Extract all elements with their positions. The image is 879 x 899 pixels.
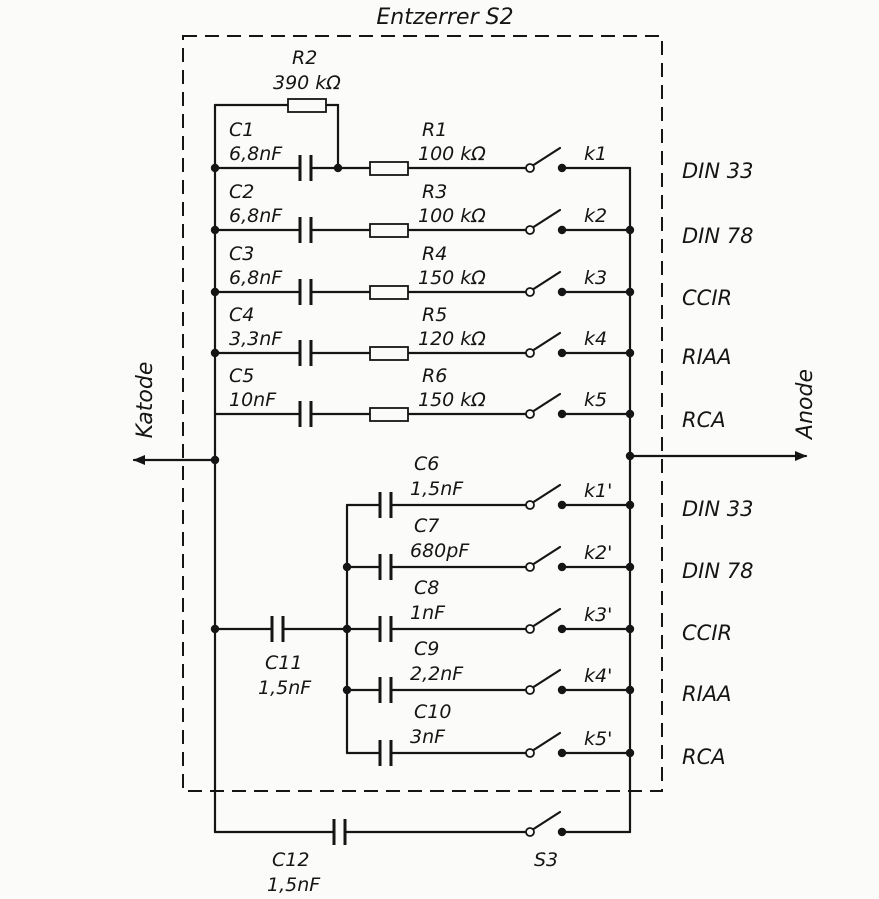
- upper-row-1: C1 6,8nF R1 100 kΩ k1 DIN 33: [210, 119, 753, 183]
- standard-rca: RCA: [682, 408, 726, 432]
- standard-riaa-lower: RIAA: [682, 682, 732, 706]
- lower-row-3: C8 1nF k3' CCIR: [342, 577, 732, 645]
- k5-switch[interactable]: [530, 392, 562, 414]
- r3-resistor: [369, 223, 409, 238]
- r2-value: 390 kΩ: [273, 72, 341, 94]
- c8-value: 1nF: [410, 602, 446, 624]
- c3-value: 6,8nF: [229, 267, 283, 289]
- r6-value: 150 kΩ: [418, 389, 486, 411]
- anode-label: Anode: [793, 369, 818, 441]
- anode-junction: [625, 451, 635, 461]
- r6-name: R6: [422, 365, 447, 387]
- k3-label: k3: [584, 267, 607, 289]
- cathode-junction: [210, 455, 220, 465]
- k4p-label: k4': [584, 665, 612, 687]
- c12-name: C12: [272, 849, 309, 871]
- standard-din33-lower: DIN 33: [682, 497, 753, 521]
- k4-switch[interactable]: [530, 331, 562, 353]
- s3-label: S3: [534, 849, 558, 871]
- r4-resistor: [369, 285, 409, 300]
- r1-value: 100 kΩ: [418, 143, 486, 165]
- c11-value: 1,5nF: [258, 677, 312, 699]
- cathode-label: Katode: [133, 362, 158, 439]
- enclosure-title: Entzerrer S2: [376, 5, 513, 30]
- k1-label: k1: [584, 143, 607, 165]
- r1-name: R1: [422, 119, 447, 141]
- r4-name: R4: [422, 243, 447, 265]
- r5-resistor: [369, 346, 409, 361]
- r2-resistor: [287, 98, 327, 113]
- standard-din78-lower: DIN 78: [682, 559, 753, 583]
- c9-name: C9: [414, 638, 439, 660]
- c3-name: C3: [229, 243, 254, 265]
- c6-value: 1,5nF: [410, 478, 464, 500]
- standard-din33: DIN 33: [682, 159, 753, 183]
- k2-switch[interactable]: [530, 208, 562, 230]
- c1-value: 6,8nF: [229, 143, 283, 165]
- upper-row-5: C5 10nF R6 150 kΩ k5 RCA: [213, 365, 726, 432]
- upper-row-2: C2 6,8nF R3 100 kΩ k2 DIN 78: [210, 181, 753, 248]
- c12-s3-branch: C12 1,5nF S3: [213, 810, 632, 896]
- r2-name: R2: [292, 47, 317, 69]
- r6-resistor: [369, 407, 409, 422]
- c5-name: C5: [229, 365, 254, 387]
- r1-resistor: [369, 161, 409, 176]
- c4-name: C4: [229, 304, 254, 326]
- k1-switch[interactable]: [530, 146, 562, 168]
- c5-value: 10nF: [229, 389, 277, 411]
- k2p-label: k2': [584, 542, 612, 564]
- lower-row-4: C9 2,2nF k4' RIAA: [342, 638, 732, 706]
- k5p-switch[interactable]: [530, 731, 562, 753]
- r5-name: R5: [422, 304, 447, 326]
- r2-wire: [213, 103, 340, 170]
- lower-row-1: C6 1,5nF k1' DIN 33: [345, 453, 753, 521]
- c11-name: C11: [265, 652, 302, 674]
- standard-ccir: CCIR: [682, 286, 732, 310]
- c6-name: C6: [414, 453, 439, 475]
- k5-label: k5: [584, 389, 607, 411]
- s3-switch[interactable]: [530, 810, 562, 832]
- c4-value: 3,3nF: [229, 328, 283, 350]
- lower-row-2: C7 680pF k2' DIN 78: [342, 515, 753, 583]
- r4-value: 150 kΩ: [418, 267, 486, 289]
- k4-label: k4: [584, 328, 607, 350]
- c2-value: 6,8nF: [229, 205, 283, 227]
- c11-branch: C11 1,5nF: [210, 616, 349, 699]
- k3-switch[interactable]: [530, 270, 562, 292]
- s2-enclosure: [182, 35, 663, 792]
- c12-value: 1,5nF: [267, 874, 321, 896]
- k1p-switch[interactable]: [530, 483, 562, 505]
- r3-name: R3: [422, 181, 447, 203]
- c2-name: C2: [229, 181, 254, 203]
- standard-ccir-lower: CCIR: [682, 621, 732, 645]
- c10-value: 3nF: [410, 726, 446, 748]
- standard-din78: DIN 78: [682, 224, 753, 248]
- c7-value: 680pF: [410, 540, 470, 562]
- k3p-label: k3': [584, 604, 612, 626]
- c8-name: C8: [414, 577, 439, 599]
- k5p-label: k5': [584, 728, 612, 750]
- c1-name: C1: [229, 119, 254, 141]
- k2-label: k2: [584, 205, 607, 227]
- c7-name: C7: [414, 515, 439, 537]
- k2p-switch[interactable]: [530, 545, 562, 567]
- k1p-label: k1': [584, 480, 612, 502]
- standard-rca-lower: RCA: [682, 745, 726, 769]
- k4p-switch[interactable]: [530, 668, 562, 690]
- upper-row-3: C3 6,8nF R4 150 kΩ k3 CCIR: [210, 243, 732, 310]
- lower-row-5: C10 3nF k5' RCA: [345, 701, 726, 769]
- k3p-switch[interactable]: [530, 607, 562, 629]
- standard-riaa: RIAA: [682, 345, 732, 369]
- c10-name: C10: [414, 701, 451, 723]
- c9-value: 2,2nF: [410, 663, 464, 685]
- r3-value: 100 kΩ: [418, 205, 486, 227]
- r5-value: 120 kΩ: [418, 328, 486, 350]
- upper-row-4: C4 3,3nF R5 120 kΩ k4 RIAA: [210, 304, 732, 369]
